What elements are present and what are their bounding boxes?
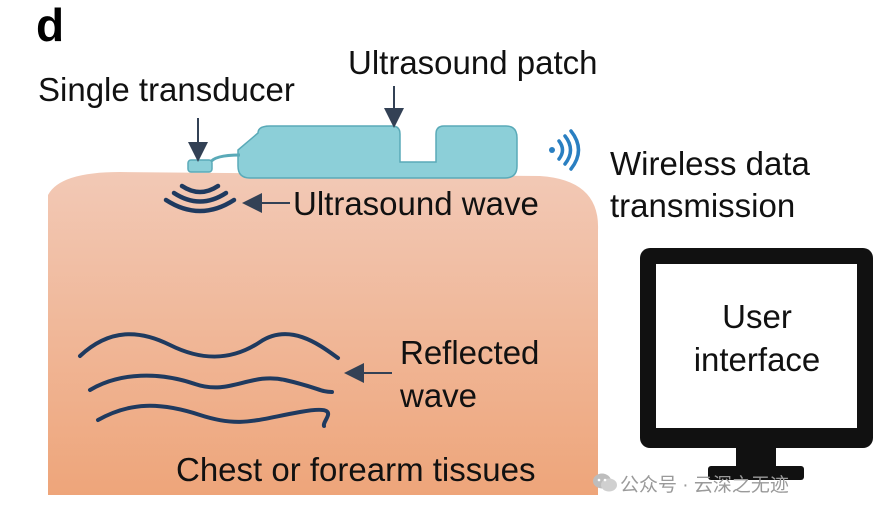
ultrasound-wave-arcs [163, 183, 237, 214]
label-single-transducer: Single transducer [38, 71, 295, 108]
label-ultrasound-patch: Ultrasound patch [348, 44, 598, 81]
wechat-icon [593, 473, 617, 492]
label-reflected-line2: wave [400, 377, 478, 414]
panel-letter: d [36, 0, 65, 51]
label-ui-line1: User [722, 298, 792, 335]
label-reflected-line1: Reflected [400, 334, 540, 371]
label-ultrasound-wave: Ultrasound wave [293, 185, 539, 222]
label-wireless-line2: transmission [610, 187, 796, 224]
patch-cable [208, 153, 241, 164]
label-wireless-line1: Wireless data [610, 145, 810, 182]
tissue-block [48, 172, 599, 495]
ultrasound-patch [237, 125, 518, 179]
reflected-wave-lines [78, 332, 340, 428]
watermark-text: 公众号 · 云深之无迹 [620, 475, 789, 496]
single-transducer [187, 159, 213, 173]
monitor-icon [640, 248, 873, 480]
label-tissues: Chest or forearm tissues [176, 451, 536, 488]
wifi-icon [549, 129, 581, 171]
monitor-screen-text: User interface [657, 296, 857, 382]
label-ui-line2: interface [693, 340, 821, 378]
